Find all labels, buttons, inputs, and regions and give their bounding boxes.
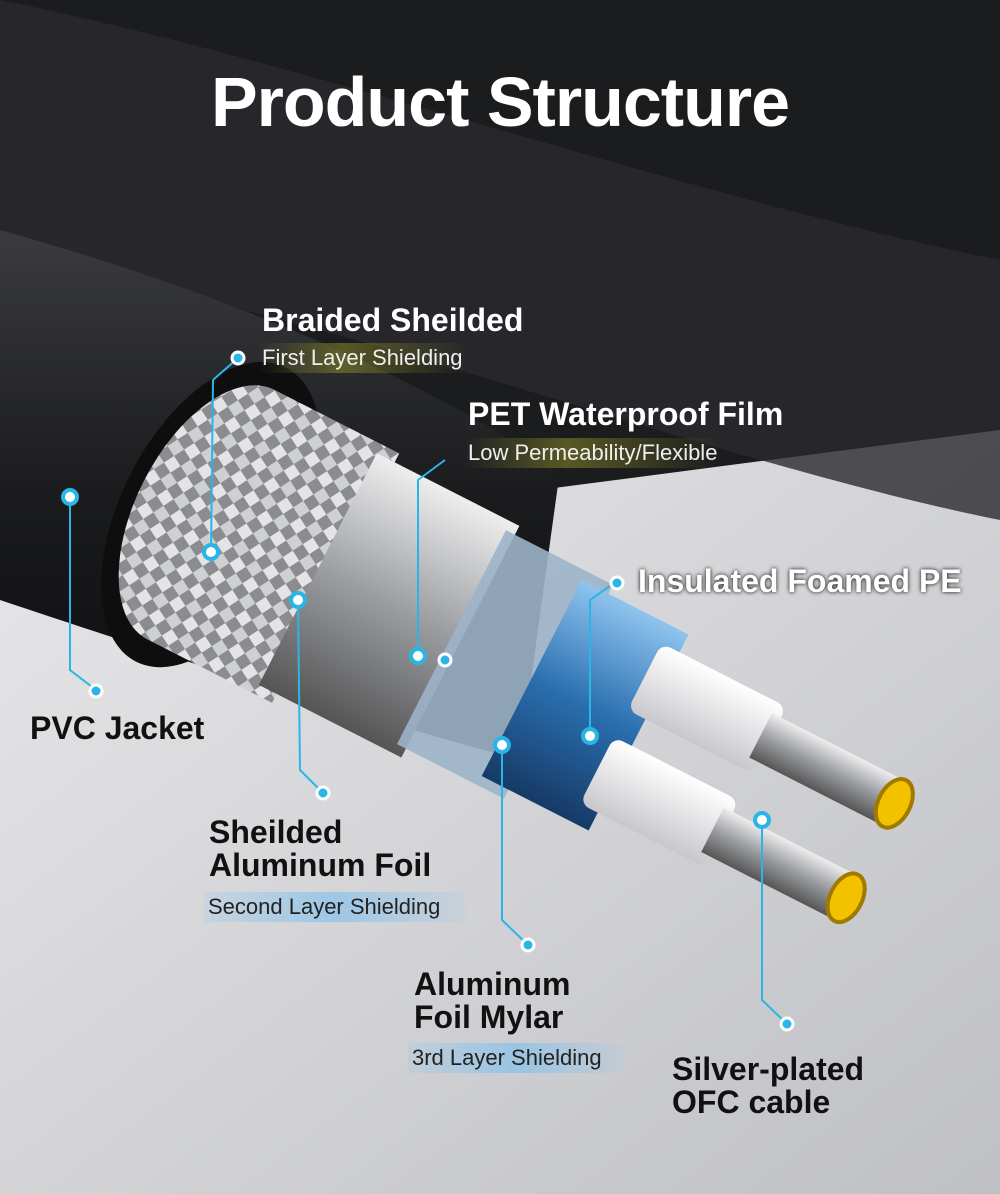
label-braided-shield: Braided Sheilded <box>262 302 524 338</box>
sublabel-aluminum-foil: Second Layer Shielding <box>204 892 466 922</box>
page-title: Product Structure <box>210 63 790 141</box>
sublabel-braided-shield: First Layer Shielding <box>258 343 467 373</box>
label-foil-mylar-line2: Foil Mylar <box>414 999 564 1035</box>
label-aluminum-foil-line1: Sheilded <box>209 814 343 850</box>
label-foamed-pe: Insulated Foamed PE <box>638 563 962 599</box>
label-pvc-jacket: PVC Jacket <box>30 710 205 746</box>
label-foil-mylar-line1: Aluminum <box>414 966 571 1002</box>
label-aluminum-foil-line2: Aluminum Foil <box>209 847 432 883</box>
sublabel-pet-film: Low Permeability/Flexible <box>464 438 722 468</box>
sublabel-foil-mylar: 3rd Layer Shielding <box>408 1043 624 1073</box>
label-pet-film: PET Waterproof Film <box>468 396 784 432</box>
label-ofc-cable-line2: OFC cable <box>672 1084 831 1120</box>
label-ofc-cable-line1: Silver-plated <box>672 1051 865 1087</box>
